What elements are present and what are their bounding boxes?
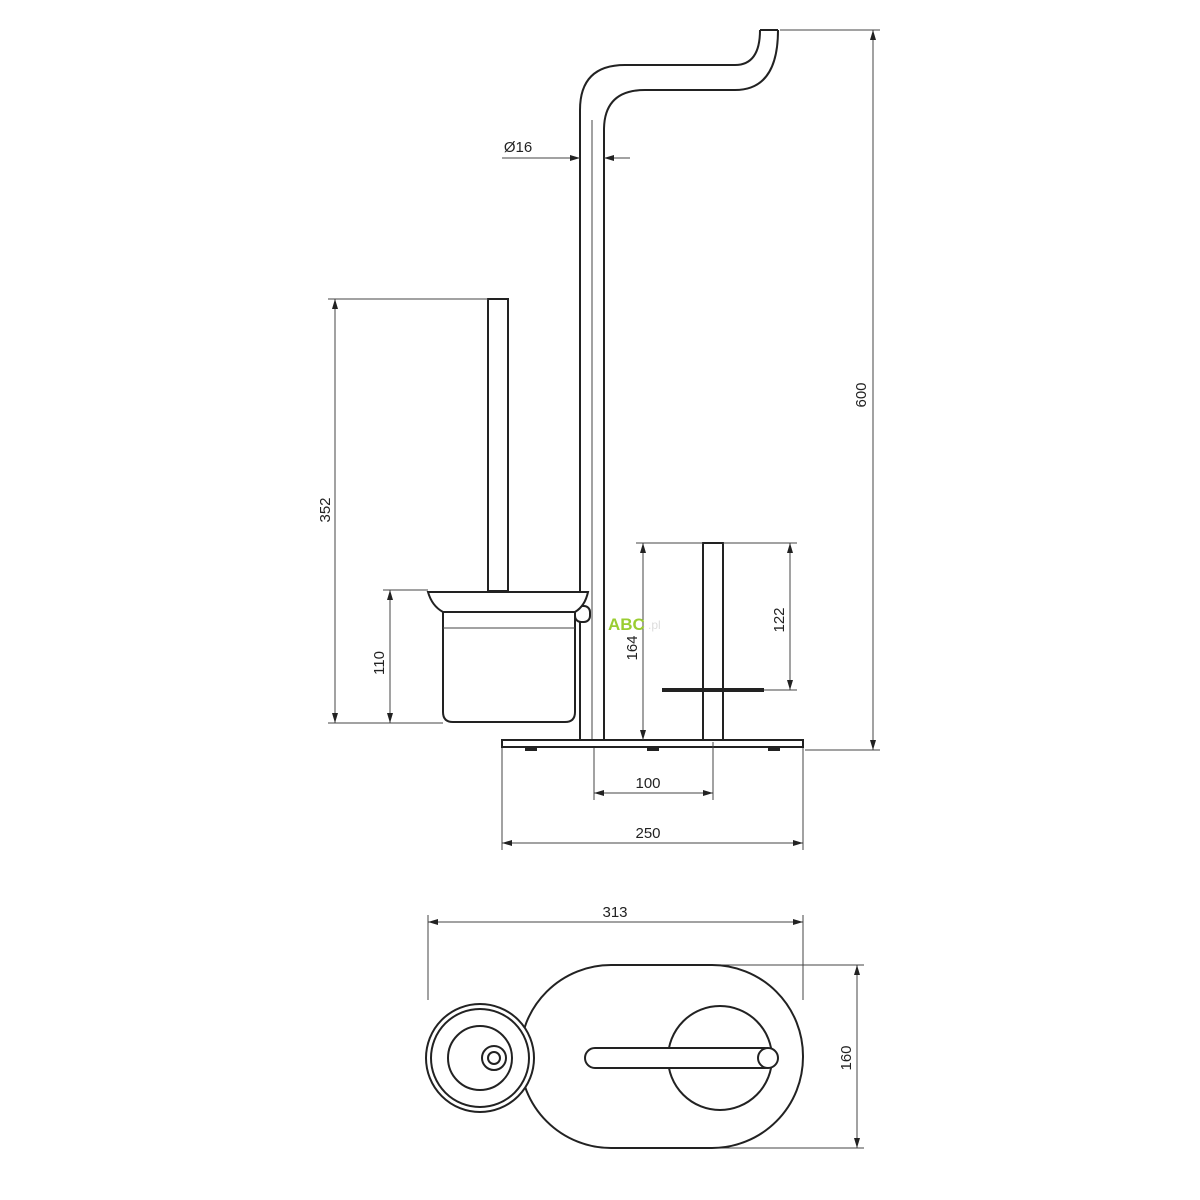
toilet-brush — [426, 298, 591, 723]
dim-roll-pin-height: 122 — [771, 607, 788, 632]
spare-roll-holder — [662, 542, 764, 741]
dim-base-width: 250 — [635, 825, 660, 842]
dim-top-width: 313 — [602, 904, 627, 921]
dim-top-depth: 160 — [838, 1045, 855, 1070]
main-pole — [579, 29, 779, 742]
watermark: ABC — [608, 615, 645, 634]
dim-pole-spacing: 100 — [635, 775, 660, 792]
dim-brush-holder-height: 110 — [371, 651, 388, 675]
dim-brush-height: 352 — [317, 497, 334, 522]
watermark-suffix: .pl — [648, 618, 661, 632]
dim-pipe-diameter: Ø16 — [504, 139, 532, 156]
base-plate — [501, 739, 804, 751]
dimension-lines — [328, 29, 880, 1149]
dim-total-height: 600 — [853, 382, 870, 407]
top-view — [425, 964, 804, 1149]
dim-roll-holder-height: 164 — [624, 635, 641, 660]
